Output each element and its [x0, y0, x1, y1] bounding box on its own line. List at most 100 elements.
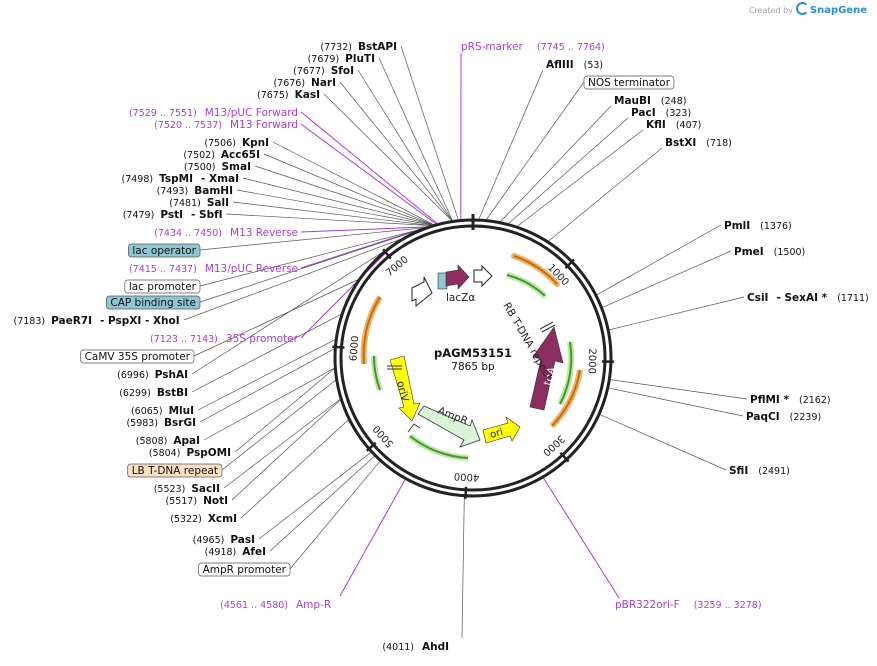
leader-line: [500, 105, 612, 222]
site-position: (323): [666, 108, 692, 119]
leader-line: [254, 165, 434, 226]
nos-terminator-feature-label: NOS terminator: [583, 75, 675, 90]
oriV-feature: [389, 355, 421, 422]
ahdi-site: AhdI(4011): [382, 641, 449, 653]
tick-label: 6000: [348, 335, 361, 361]
bstbi-site: BstBI(6299): [119, 387, 188, 399]
leader-line: [323, 93, 453, 221]
site-name: PspOMI: [186, 447, 231, 459]
ampr-promoter-feature-label: AmpR promoter: [198, 562, 291, 577]
site-name: KflI: [646, 119, 666, 131]
m13-forward-primer: M13 Forward(7520 .. 7537): [154, 119, 298, 131]
site-position: (1376): [760, 221, 792, 232]
oriV-label: oriV: [394, 380, 411, 404]
mlui-site: MluI(6065): [131, 405, 194, 417]
ori-feature: [482, 416, 521, 444]
afei-site: AfeI(4918): [205, 546, 266, 558]
site-name: PstI: [160, 209, 183, 221]
leader-line: [234, 368, 335, 453]
site-name: ApaI: [173, 435, 200, 447]
m13-reverse-primer: M13 Reverse(7434 .. 7450): [154, 227, 298, 239]
leader-line: [183, 238, 402, 321]
site-position: (2162): [799, 395, 831, 406]
bstapi-site: BstAPI(7732): [320, 41, 397, 53]
leader-line: [300, 123, 437, 225]
lac-promoter-feature-label: lac promoter: [124, 279, 201, 294]
site-position: (407): [676, 120, 702, 131]
nari-site: NarI(7676): [273, 77, 336, 89]
site-position: (718): [706, 138, 732, 149]
site-name: PasI: [230, 534, 255, 546]
kpni-site: KpnI(7506): [204, 137, 269, 149]
site-position: (7479): [123, 210, 155, 221]
lb-t-dna-repeat-label: LB T-DNA repeat: [132, 465, 218, 477]
site-position: (6996): [117, 370, 149, 381]
leader-line: [599, 414, 727, 471]
site-position: (1711): [837, 293, 869, 304]
leader-line: [199, 230, 418, 303]
camv-35s-promoter-feature-label: CaMV 35S promoter: [80, 349, 195, 364]
leader-line: [596, 224, 722, 296]
pspomi-site: PspOMI(5804): [149, 447, 231, 459]
site-name-suffix: - PspXI - XhoI: [100, 315, 180, 327]
lacZa-feature: [445, 264, 470, 290]
marker-green-arc-left-inner: [372, 355, 381, 391]
site-position: (7506): [204, 138, 236, 149]
camv-35s-promoter-label-box: [80, 349, 195, 364]
site-name: AfeI: [242, 546, 266, 558]
site-position: (2239): [790, 412, 822, 423]
primer-position: (7745 .. 7764): [537, 42, 605, 53]
leader-lines: [183, 45, 748, 639]
site-position: (2491): [758, 466, 790, 477]
site-name: BsrGI: [164, 417, 196, 429]
marker-green-arc-top: [506, 272, 548, 299]
leader-line: [258, 452, 372, 540]
leader-line: [223, 398, 341, 489]
site-name: PflMI *: [750, 394, 789, 406]
lb-t-dna-repeat-feature-label: LB T-DNA repeat: [127, 463, 223, 478]
ampr-promoter-label: AmpR promoter: [203, 564, 287, 576]
leader-line: [269, 455, 375, 552]
site-position: (5517): [165, 496, 197, 507]
site-position: (7481): [169, 198, 201, 209]
site-position: (4011): [382, 642, 414, 653]
feature-arrow-hollow-2: [473, 264, 493, 288]
leader-line: [300, 226, 426, 269]
leader-line: [400, 45, 459, 220]
leader-line: [300, 226, 427, 233]
paci-site: PacI(323): [631, 107, 691, 119]
site-name: PaqCI: [746, 411, 780, 423]
marker-green-arc-bottom-inner: [409, 435, 469, 459]
apai-site: ApaI(5808): [136, 435, 200, 447]
site-mark-right-2: [541, 324, 556, 333]
site-name: KasI: [295, 89, 320, 101]
tspmi-site: TspMI(7498)- XmaI: [122, 173, 240, 185]
maubi-site: MauBI(248): [614, 95, 686, 107]
leader-line: [289, 461, 381, 570]
site-name: MauBI: [614, 95, 651, 107]
site-position: (5322): [170, 514, 202, 525]
pmei-site: PmeI(1500): [734, 246, 805, 258]
marker-orange-arc-left-inner: [362, 296, 381, 365]
leader-line: [486, 81, 585, 220]
amp-r-primer: Amp-R(4561 .. 4580): [220, 599, 331, 611]
primer-position: (7529 .. 7551): [129, 108, 197, 119]
site-name: PluTI: [345, 53, 375, 65]
site-name: BstAPI: [358, 41, 397, 53]
tick-mark: [382, 248, 392, 260]
site-position: (7500): [184, 162, 216, 173]
lac-operator-label-box: [128, 243, 201, 258]
primer-name: M13/pUC Reverse: [205, 263, 298, 275]
leader-line: [236, 189, 433, 226]
primer-position: (7434 .. 7450): [154, 228, 222, 239]
leader-line: [191, 250, 385, 375]
site-name: PmeI: [734, 246, 764, 258]
cap-binding-site-feature-label: CAP binding site: [106, 295, 201, 310]
feature-arrow-hollow-1: [411, 276, 433, 308]
tick-mark: [564, 258, 575, 269]
psti-site: PstI(7479)- SbfI: [123, 209, 223, 221]
leader-line: [478, 69, 544, 220]
leader-line: [199, 228, 421, 287]
leader-line: [610, 379, 748, 400]
